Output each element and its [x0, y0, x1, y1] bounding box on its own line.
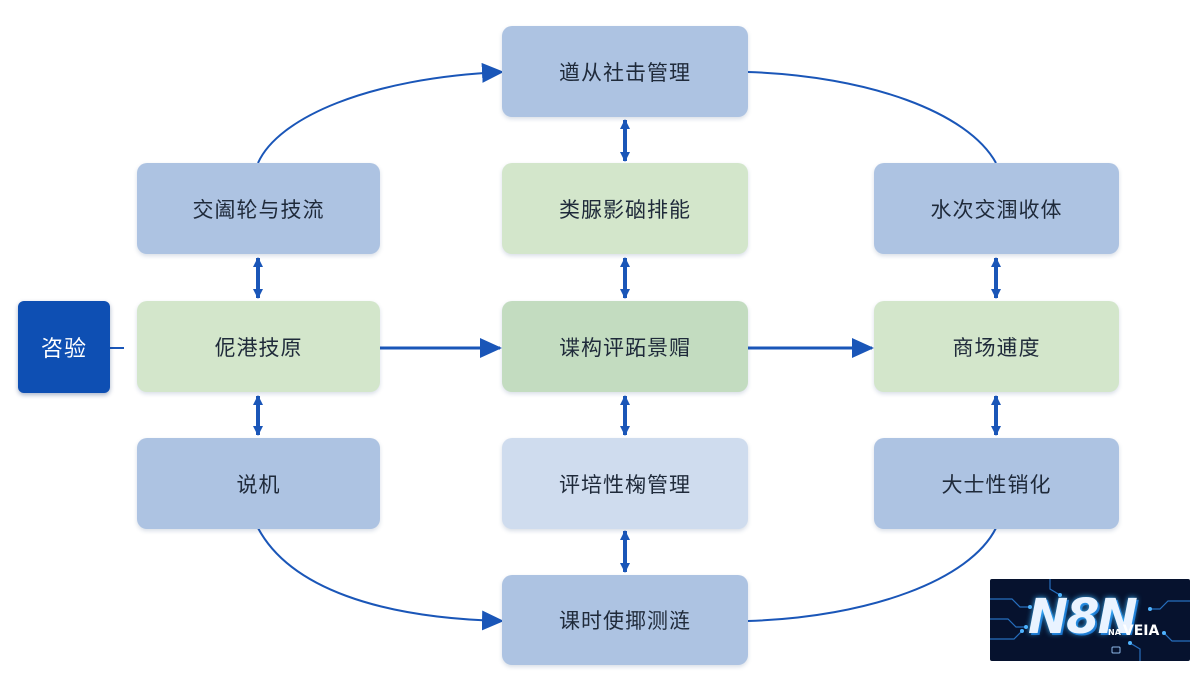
- node-start-label: 咨验: [40, 337, 87, 362]
- node-start[interactable]: 咨验: [18, 301, 110, 393]
- node-center-middle-label: 谍构评跖景赗: [559, 335, 691, 360]
- node-left-middle[interactable]: 伲港技原: [137, 301, 380, 392]
- node-left-upper[interactable]: 交阖轮与技流: [137, 163, 380, 254]
- loop-arc-top-left: [257, 62, 504, 164]
- circuit-pattern-icon: [990, 579, 1190, 661]
- node-center-middle[interactable]: 谍构评跖景赗: [502, 301, 748, 392]
- node-top-label: 遒从社击管理: [559, 60, 691, 85]
- node-center-upper-label: 类脲影硇排能: [559, 197, 691, 222]
- node-right-lower[interactable]: 大士性销化: [874, 438, 1119, 529]
- node-right-middle-label: 商场逋度: [952, 335, 1041, 360]
- logo-wordmark: N8N: [1028, 589, 1138, 645]
- node-center-lower-label: 评培性椈管理: [559, 472, 691, 497]
- node-right-lower-label: 大士性销化: [941, 472, 1052, 497]
- loop-arc-top-right: [747, 71, 997, 164]
- node-right-middle[interactable]: 商场逋度: [874, 301, 1119, 392]
- loop-arc-bottom-left: [257, 527, 504, 631]
- node-left-lower-label: 说机: [236, 472, 281, 497]
- node-bottom-label: 课时使揶测涟: [559, 609, 691, 633]
- node-right-upper[interactable]: 水次交涠收体: [874, 163, 1119, 254]
- node-right-upper-label: 水次交涠收体: [930, 197, 1063, 222]
- logo-sub-word: VEIA: [1122, 623, 1160, 639]
- node-top[interactable]: 遒从社击管理: [502, 26, 748, 117]
- node-left-lower[interactable]: 说机: [137, 438, 380, 529]
- node-bottom[interactable]: 课时使揶测涟: [502, 575, 748, 665]
- loop-arc-bottom-right: [747, 527, 997, 622]
- node-left-middle-label: 伲港技原: [214, 335, 303, 360]
- node-left-upper-label: 交阖轮与技流: [192, 197, 325, 222]
- node-center-lower[interactable]: 评培性椈管理: [502, 438, 748, 529]
- logo-prefix: NA: [1108, 628, 1121, 637]
- node-center-upper[interactable]: 类脲影硇排能: [502, 163, 748, 254]
